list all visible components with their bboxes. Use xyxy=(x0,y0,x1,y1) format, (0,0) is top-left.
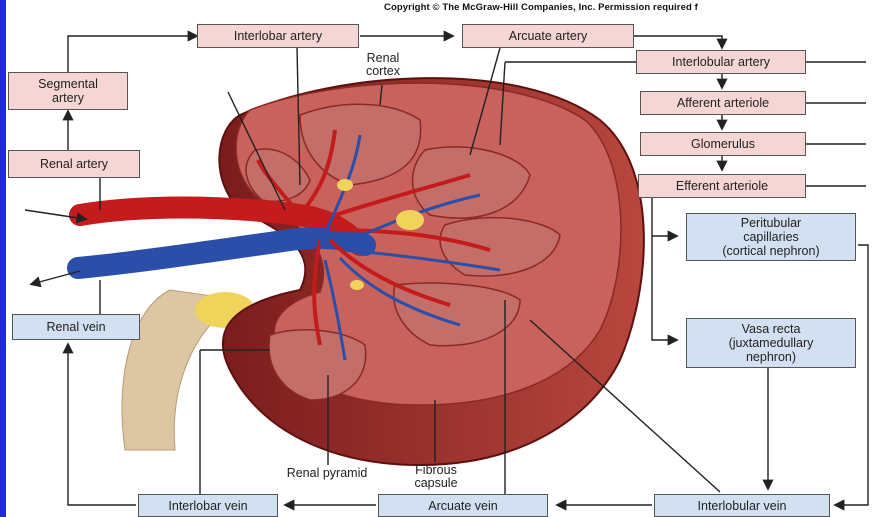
arcuate-artery-box: Arcuate artery xyxy=(462,24,634,48)
renal-pyramid-label: Renal pyramid xyxy=(252,467,402,480)
renal-cortex-label: Renal cortex xyxy=(345,52,421,78)
arcuate-vein-box: Arcuate vein xyxy=(378,494,548,517)
vasa-recta-box: Vasa recta (juxtamedullary nephron) xyxy=(686,318,856,368)
fibrous-capsule-label: Fibrous capsule xyxy=(400,464,472,490)
interlobar-vein-box: Interlobar vein xyxy=(138,494,278,517)
copyright-notice: Copyright © The McGraw-Hill Companies, I… xyxy=(384,2,698,13)
glomerulus-box: Glomerulus xyxy=(640,132,806,156)
segmental-artery-box: Segmental artery xyxy=(8,72,128,110)
peritubular-capillaries-box: Peritubular capillaries (cortical nephro… xyxy=(686,213,856,261)
interlobular-artery-box: Interlobular artery xyxy=(636,50,806,74)
interlobular-vein-box: Interlobular vein xyxy=(654,494,830,517)
interlobar-artery-box: Interlobar artery xyxy=(197,24,359,48)
renal-artery-box: Renal artery xyxy=(8,150,140,178)
renal-vein-box: Renal vein xyxy=(12,314,140,340)
afferent-arteriole-box: Afferent arteriole xyxy=(640,91,806,115)
efferent-arteriole-box: Efferent arteriole xyxy=(638,174,806,198)
